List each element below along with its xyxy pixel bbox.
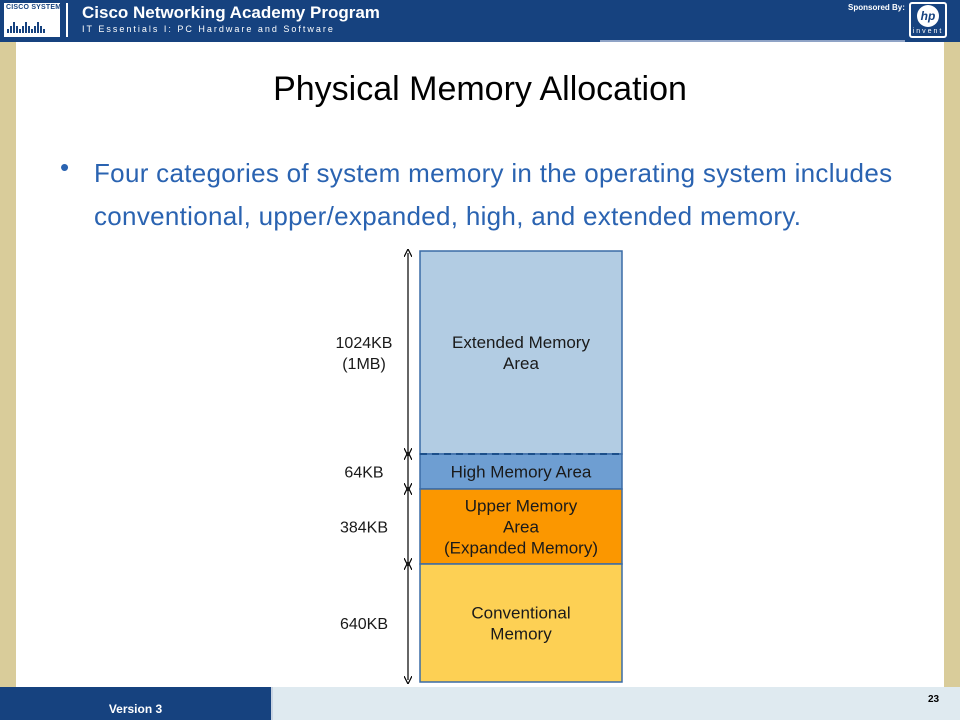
header-strip (600, 40, 905, 42)
memory-block-label: Area (503, 518, 539, 537)
hp-invent-text: invent (912, 28, 944, 35)
slide-title: Physical Memory Allocation (273, 70, 687, 108)
hp-logo-mark: hp (917, 5, 939, 27)
memory-block-label: High Memory Area (451, 463, 592, 482)
memory-block-label: Conventional (471, 604, 570, 623)
header-divider (66, 3, 68, 37)
cisco-logo: CISCO SYSTEMS (4, 3, 66, 37)
footer-bar: Version 3 23 (0, 687, 960, 720)
footer-separator (271, 687, 273, 720)
sponsor-label: Sponsored By: (848, 3, 905, 12)
header-bar: CISCO SYSTEMS Cisco Networking Academy P… (0, 0, 960, 42)
memory-size-label: 384KB (340, 520, 388, 537)
cisco-brand: CISCO SYSTEMS (6, 4, 67, 11)
page-number: 23 (928, 694, 940, 705)
memory-block-conventional (419, 563, 623, 683)
memory-block-label: Memory (490, 625, 552, 644)
hp-logo: hp invent (909, 2, 947, 38)
course-subtitle: IT Essentials I: PC Hardware and Softwar… (82, 24, 335, 34)
memory-block-label: Extended Memory (452, 333, 590, 352)
memory-size-label: 640KB (340, 616, 388, 633)
memory-size-label: 64KB (344, 465, 383, 482)
bullet-text: Four categories of system memory in the … (94, 158, 893, 231)
cisco-bars-icon (7, 15, 46, 33)
memory-block-extended (419, 250, 623, 455)
program-title: Cisco Networking Academy Program (82, 3, 380, 22)
memory-block-label: (Expanded Memory) (444, 539, 598, 558)
footer-version-panel: Version 3 (0, 687, 271, 720)
memory-size-label: (1MB) (342, 356, 386, 373)
memory-block-label: Upper Memory (465, 497, 578, 516)
memory-block-label: Area (503, 354, 539, 373)
memory-block-high (419, 453, 623, 490)
bullet-marker: • (60, 152, 70, 182)
memory-size-label: 1024KB (336, 335, 393, 352)
version-label: Version 3 (108, 702, 163, 716)
